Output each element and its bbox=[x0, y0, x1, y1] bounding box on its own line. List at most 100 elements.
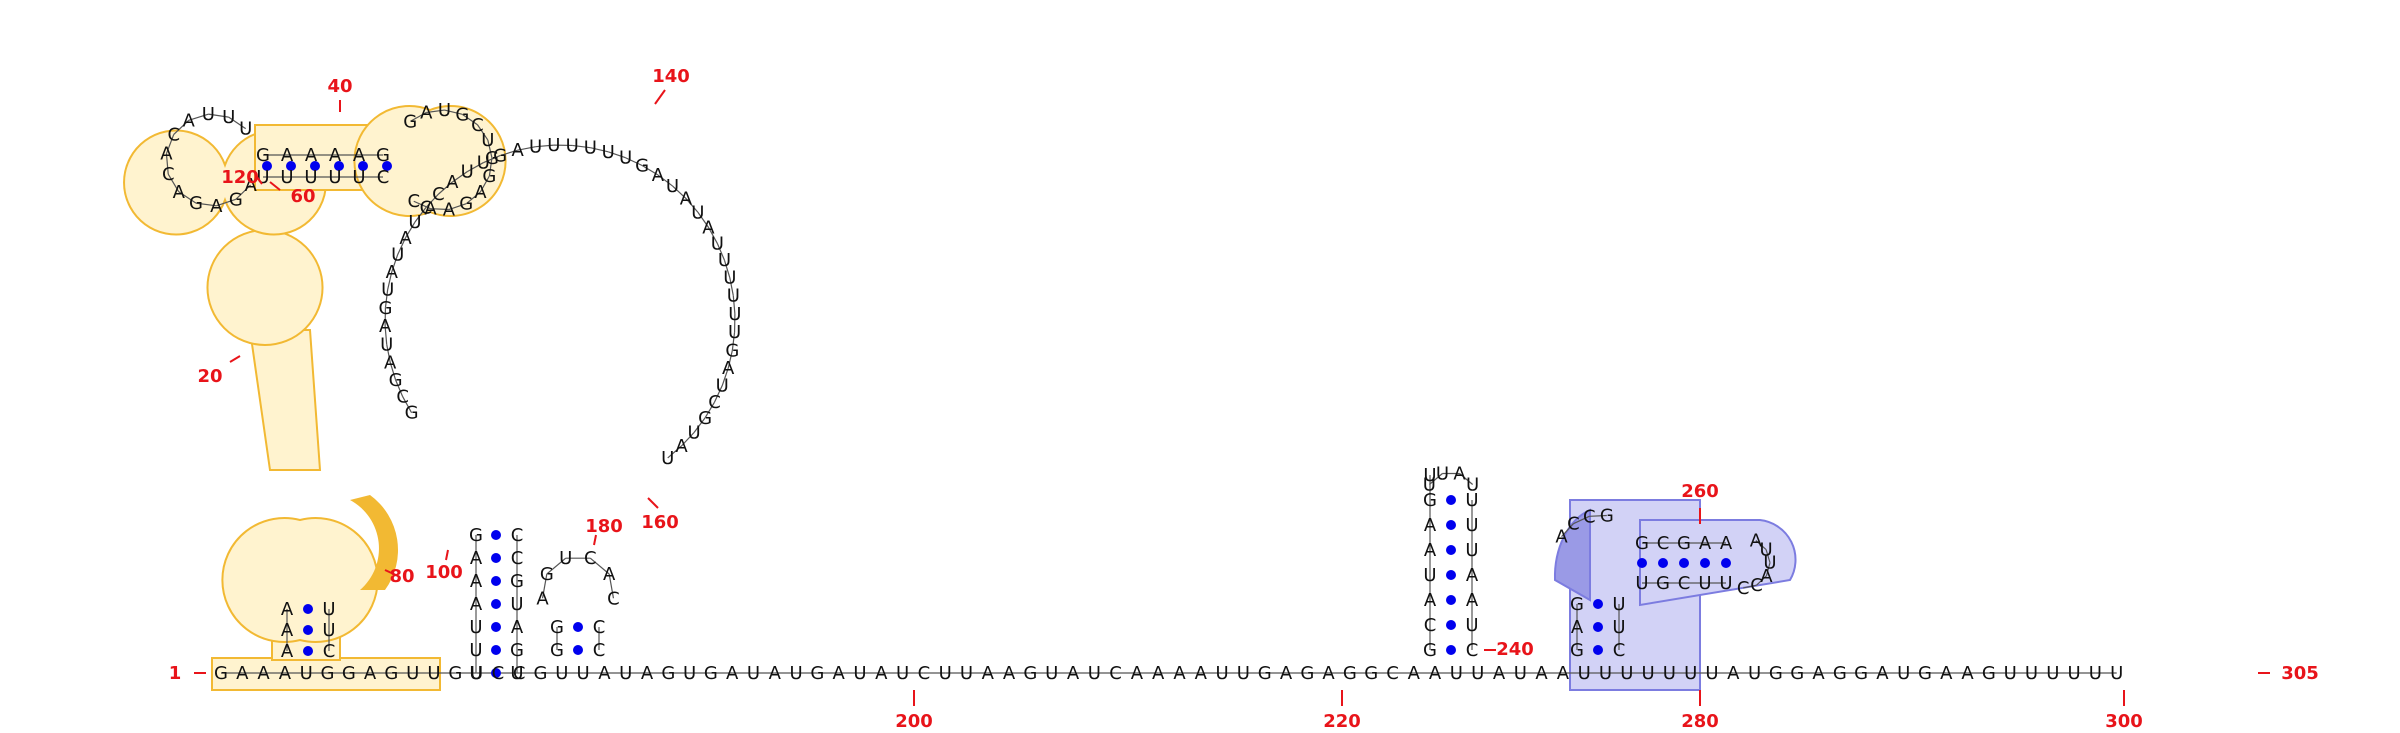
nucleotide: G bbox=[1656, 573, 1670, 594]
nucleotide: G bbox=[725, 340, 739, 361]
base-pair-dot bbox=[1446, 620, 1456, 630]
nucleotide: A bbox=[470, 594, 483, 615]
backbone-segment bbox=[413, 200, 431, 210]
nucleotide: A bbox=[305, 145, 318, 166]
backbone-segment bbox=[466, 162, 484, 173]
nucleotide: U bbox=[683, 663, 696, 684]
nucleotide: U bbox=[584, 138, 597, 159]
nucleotide: U bbox=[718, 250, 731, 271]
position-tick bbox=[654, 89, 666, 105]
nucleotide: G bbox=[1364, 663, 1378, 684]
nucleotide: C bbox=[593, 617, 606, 638]
base-pair-dot bbox=[303, 625, 313, 635]
backbone-segment bbox=[404, 221, 416, 239]
backbone-segment bbox=[499, 149, 518, 157]
nucleotide: U bbox=[1748, 663, 1761, 684]
base-pair-dot bbox=[303, 604, 313, 614]
nucleotide: A bbox=[1466, 565, 1479, 586]
position-tick bbox=[445, 549, 449, 561]
base-pair-dot bbox=[1446, 495, 1456, 505]
backbone-segment bbox=[727, 350, 733, 369]
nucleotide: U bbox=[555, 663, 568, 684]
backbone-segment bbox=[384, 326, 388, 345]
nucleotide: G bbox=[1833, 663, 1847, 684]
nucleotide: C bbox=[162, 164, 175, 185]
nucleotide: U bbox=[1436, 464, 1449, 485]
nucleotide: U bbox=[1514, 663, 1527, 684]
nucleotide: G bbox=[1258, 663, 1272, 684]
backbone-segment bbox=[572, 144, 591, 149]
backbone-segment bbox=[672, 185, 687, 199]
nucleotide: U bbox=[461, 162, 474, 183]
nucleotide: U bbox=[427, 663, 440, 684]
nucleotide: U bbox=[1578, 663, 1591, 684]
backbone-segment bbox=[425, 193, 439, 208]
nucleotide: U bbox=[1423, 465, 1436, 486]
nucleotide: U bbox=[469, 617, 482, 638]
nucleotide: C bbox=[492, 663, 505, 684]
nucleotide: U bbox=[1698, 573, 1711, 594]
backbone-segment bbox=[685, 198, 699, 213]
position-tick bbox=[269, 181, 281, 191]
highlight-region bbox=[353, 105, 507, 217]
nucleotide: A bbox=[652, 165, 665, 186]
backbone-segment bbox=[541, 573, 548, 599]
nucleotide: G bbox=[1769, 663, 1783, 684]
nucleotide: G bbox=[810, 663, 824, 684]
backbone-segment bbox=[430, 208, 449, 211]
nucleotide: U bbox=[1620, 663, 1633, 684]
nucleotide: U bbox=[300, 663, 313, 684]
nucleotide: G bbox=[1300, 663, 1314, 684]
backbone-segment bbox=[395, 379, 404, 397]
position-label: 140 bbox=[652, 66, 690, 87]
backbone-segment bbox=[414, 207, 427, 223]
nucleotide: A bbox=[833, 663, 846, 684]
nucleotide: A bbox=[1720, 533, 1733, 554]
nucleotide: G bbox=[485, 148, 499, 169]
base-pair-dot bbox=[1446, 520, 1456, 530]
nucleotide: U bbox=[577, 663, 590, 684]
nucleotide: C bbox=[584, 548, 597, 569]
base-pair-dot bbox=[310, 161, 320, 171]
backbone-segment bbox=[391, 254, 399, 272]
nucleotide: A bbox=[1699, 533, 1712, 554]
nucleotide: U bbox=[790, 663, 803, 684]
backbone-segment bbox=[704, 401, 716, 419]
nucleotide: U bbox=[1897, 663, 1910, 684]
nucleotide: U bbox=[2046, 663, 2059, 684]
backbone-segment bbox=[444, 109, 463, 115]
nucleotide: G bbox=[1600, 506, 1614, 527]
nucleotide: U bbox=[1045, 663, 1058, 684]
nucleotide: C bbox=[1424, 615, 1437, 636]
nucleotide: U bbox=[1465, 540, 1478, 561]
backbone-segment bbox=[641, 164, 659, 176]
nucleotide: C bbox=[1567, 514, 1580, 535]
nucleotide: U bbox=[381, 280, 394, 301]
nucleotide: U bbox=[1599, 663, 1612, 684]
nucleotide: A bbox=[598, 663, 611, 684]
nucleotide: A bbox=[769, 663, 782, 684]
nucleotide: A bbox=[1940, 663, 1953, 684]
backbone-segment bbox=[535, 144, 554, 148]
nucleotide: C bbox=[1466, 640, 1479, 661]
nucleotide: U bbox=[2068, 663, 2081, 684]
backbone-segment bbox=[397, 237, 407, 255]
base-pair-dot bbox=[262, 161, 272, 171]
backbone-segment bbox=[384, 289, 389, 308]
nucleotide: C bbox=[1583, 506, 1596, 527]
nucleotide: U bbox=[469, 640, 482, 661]
nucleotide: A bbox=[1760, 566, 1773, 587]
nucleotide: A bbox=[1424, 515, 1437, 536]
nucleotide: U bbox=[304, 167, 317, 188]
nucleotide: G bbox=[698, 408, 712, 429]
nucleotide: A bbox=[1812, 663, 1825, 684]
nucleotide: A bbox=[1424, 590, 1437, 611]
nucleotide: G bbox=[482, 166, 496, 187]
position-label: 20 bbox=[197, 366, 222, 387]
nucleotide: U bbox=[1237, 663, 1250, 684]
nucleotide: U bbox=[547, 135, 560, 156]
backbone-segment bbox=[590, 147, 609, 153]
backbone-segment bbox=[195, 202, 217, 207]
nucleotide: G bbox=[510, 640, 524, 661]
nucleotide: U bbox=[666, 176, 679, 197]
